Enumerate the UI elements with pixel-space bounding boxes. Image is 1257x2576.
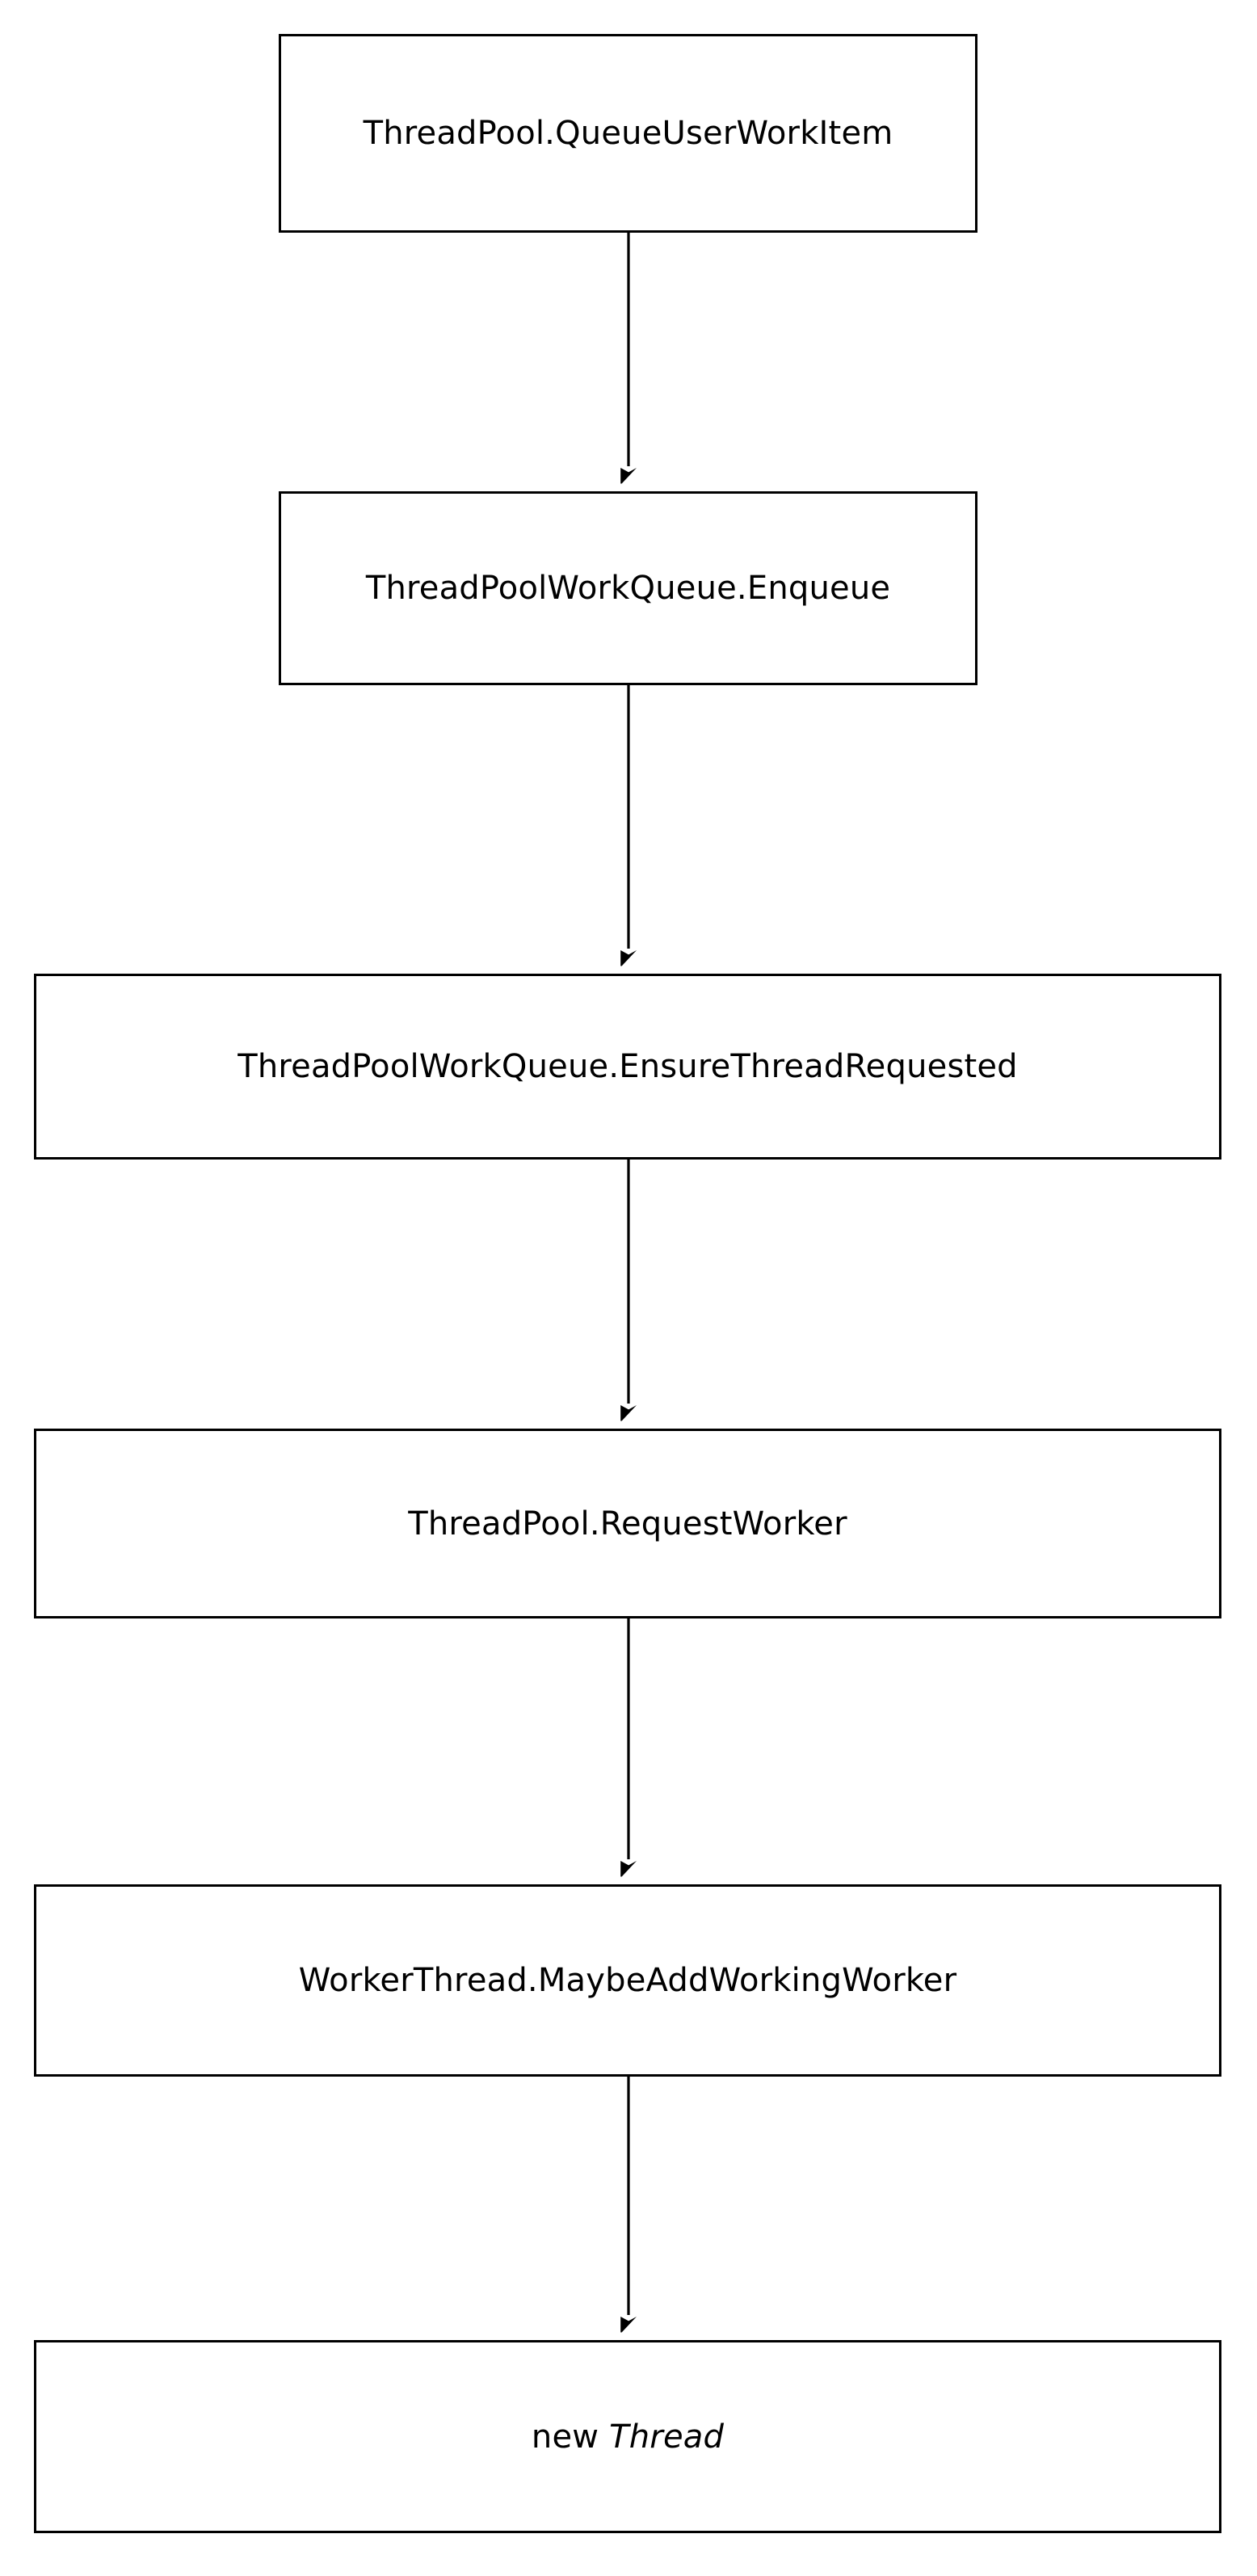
node-label: ThreadPoolWorkQueue.EnsureThreadRequeste…: [238, 1048, 1018, 1085]
node-new-thread[interactable]: new Thread: [34, 2340, 1221, 2533]
node-label: new Thread: [532, 2419, 724, 2455]
node-label: ThreadPoolWorkQueue.Enqueue: [365, 570, 891, 607]
node-label: WorkerThread.MaybeAddWorkingWorker: [298, 1962, 957, 1999]
node-label-emphasis: Thread: [609, 2418, 725, 2456]
node-ensure-thread-requested[interactable]: ThreadPoolWorkQueue.EnsureThreadRequeste…: [34, 974, 1221, 1160]
node-maybe-add-working-worker[interactable]: WorkerThread.MaybeAddWorkingWorker: [34, 1884, 1221, 2077]
node-work-queue-enqueue[interactable]: ThreadPoolWorkQueue.Enqueue: [279, 491, 977, 685]
node-label: ThreadPool.RequestWorker: [408, 1505, 847, 1543]
node-request-worker[interactable]: ThreadPool.RequestWorker: [34, 1429, 1221, 1618]
node-label: ThreadPool.QueueUserWorkItem: [363, 115, 893, 152]
node-label-prefix: new: [531, 2418, 610, 2456]
node-queue-user-work-item[interactable]: ThreadPool.QueueUserWorkItem: [279, 34, 977, 233]
